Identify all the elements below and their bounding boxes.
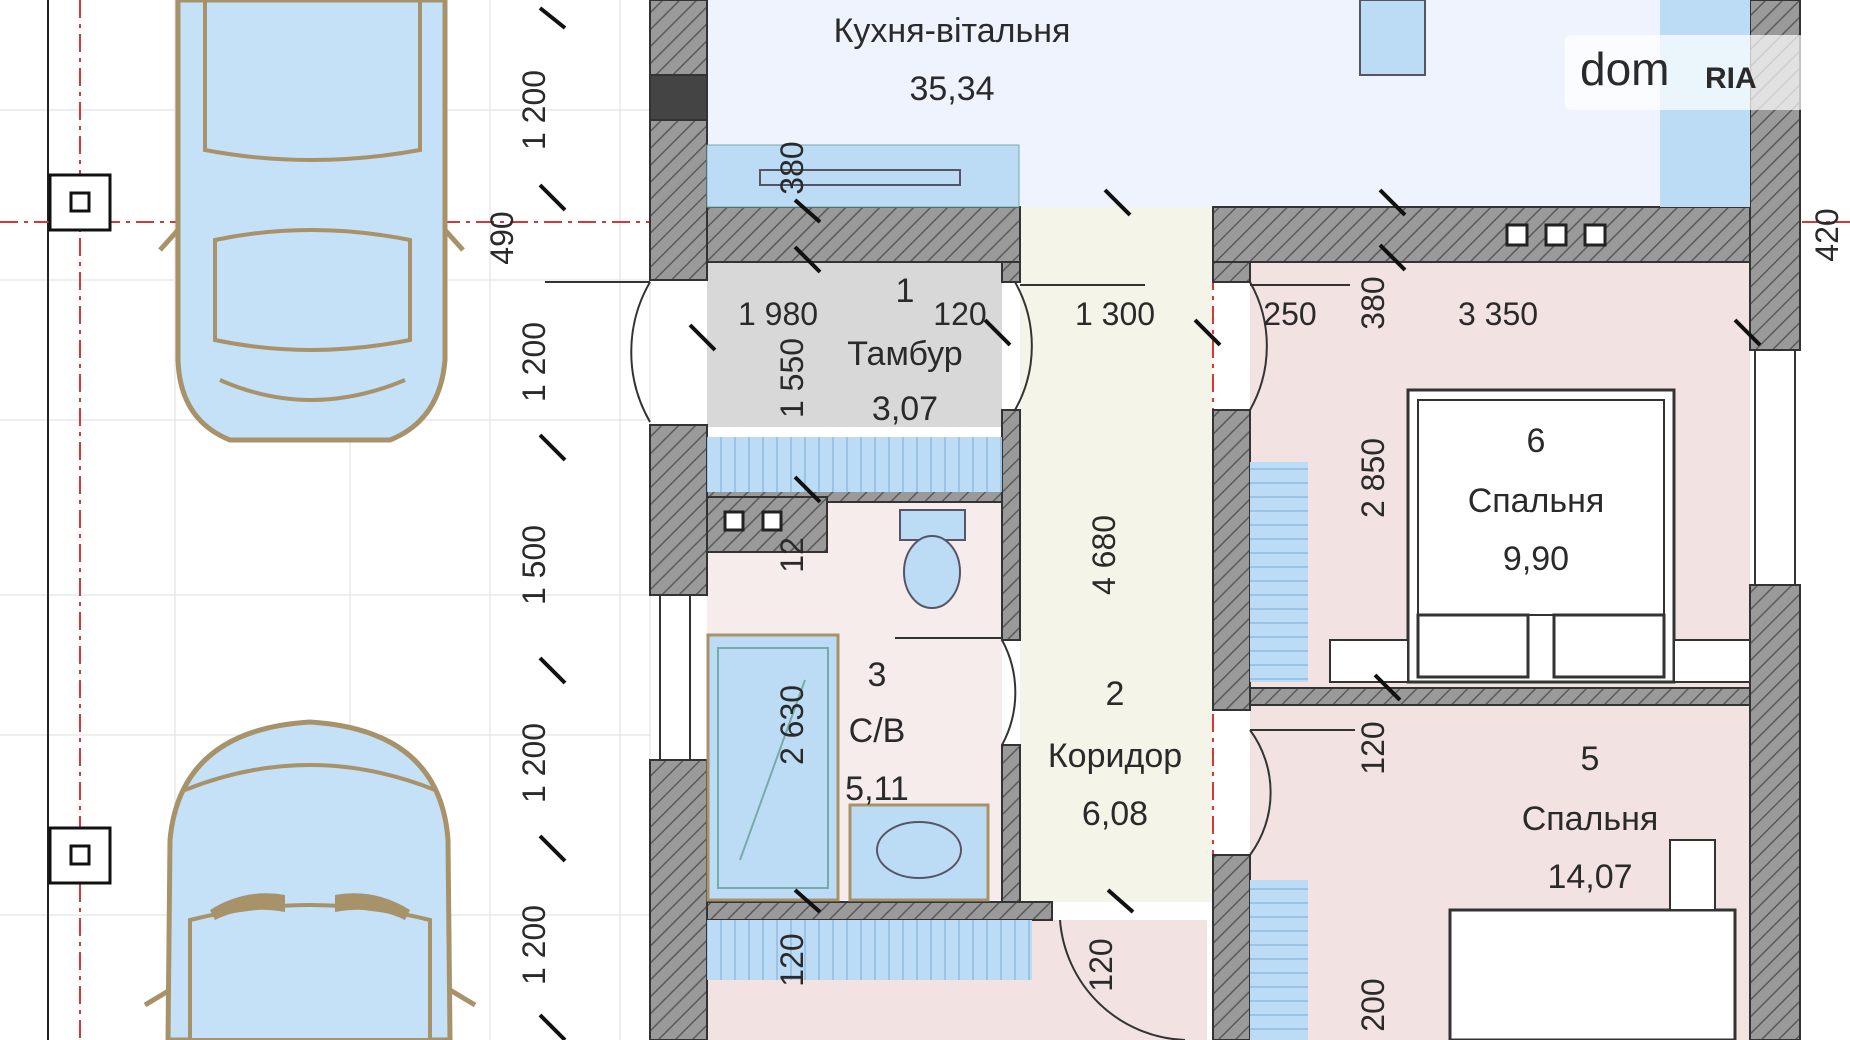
- bathtub-icon: [706, 633, 840, 902]
- room-area-bedroom5: 14,07: [1547, 858, 1632, 896]
- room-name-corridor: Коридор: [1048, 737, 1182, 775]
- watermark-badge: RIA: [1705, 62, 1757, 95]
- dim-wall-250: 250: [1263, 296, 1316, 332]
- room-number-corridor: 2: [1106, 675, 1125, 713]
- watermark-text: dom: [1580, 43, 1669, 95]
- room-area-tambur: 3,07: [872, 390, 938, 428]
- kitchen-counter: [706, 144, 1020, 208]
- toilet-icon: [899, 509, 966, 609]
- dim-wall-120-b5: 120: [1355, 721, 1391, 774]
- walls: [649, 0, 1801, 1040]
- tambur-floor: [707, 262, 1002, 427]
- column-marker-icon: [48, 826, 112, 885]
- wardrobe-icon: [1250, 880, 1308, 1040]
- corridor-floor: [1020, 207, 1212, 902]
- dim-tambur-depth: 1 550: [774, 338, 810, 418]
- dim-tambur-width: 1 980: [738, 296, 818, 332]
- dim-left-3: 1 200: [516, 322, 552, 402]
- car-icon: [158, 0, 465, 443]
- dim-left-6: 1 200: [516, 905, 552, 985]
- car-icon: [143, 719, 477, 1040]
- room-area-kitchen: 35,34: [909, 70, 994, 108]
- sink-icon: [848, 803, 990, 902]
- wardrobe-icon: [707, 437, 1002, 492]
- room-number-bathroom: 3: [868, 656, 887, 694]
- dim-bottom-200: 200: [1355, 978, 1391, 1031]
- dim-wall-120-bottom-left: 120: [774, 933, 810, 986]
- room-area-bedroom6: 9,90: [1503, 540, 1569, 578]
- bed-icon: [1448, 839, 1737, 1040]
- room-number-bedroom5: 5: [1581, 740, 1600, 778]
- dim-left-2: 490: [484, 211, 520, 264]
- window: [659, 349, 1796, 761]
- dim-corridor-length: 4 680: [1086, 515, 1122, 595]
- dim-left-1: 1 200: [516, 70, 552, 150]
- dim-wall-380-top: 380: [1355, 276, 1391, 329]
- dining-table: [1359, 0, 1426, 76]
- dim-ticks: [538, 6, 1762, 1040]
- door-swing-icon: [545, 281, 1355, 1040]
- dim-right-420: 420: [1809, 208, 1845, 261]
- room-area-corridor: 6,08: [1082, 795, 1148, 833]
- dim-left-4: 1 500: [516, 525, 552, 605]
- dim-bath-length: 2 630: [774, 685, 810, 765]
- room-name-tambur: Тамбур: [847, 335, 962, 373]
- dim-wall-380-kitchen: 380: [774, 141, 810, 194]
- dim-wall-120-bottom-mid: 120: [1083, 938, 1119, 991]
- dim-wall-120: 120: [933, 296, 986, 332]
- dim-bedroom-depth: 2 850: [1355, 438, 1391, 518]
- wardrobe-icon: [707, 920, 1032, 980]
- dim-corridor-door: 1 300: [1075, 296, 1155, 332]
- wardrobe-icon: [1250, 462, 1308, 682]
- room-name-kitchen: Кухня-вітальня: [834, 12, 1071, 50]
- dim-left-5: 1 200: [516, 723, 552, 803]
- watermark: dom RIA: [1565, 35, 1805, 110]
- bed-icon: [1329, 388, 1751, 684]
- column-marker-icon: [48, 173, 112, 232]
- room-area-bathroom: 5,11: [845, 770, 909, 808]
- dim-bedroom-width: 3 350: [1458, 296, 1538, 332]
- dim-bath-wall: 12: [774, 537, 810, 573]
- room-name-bedroom5: Спальня: [1522, 800, 1659, 838]
- room-number-tambur: 1: [896, 272, 915, 310]
- room-name-bedroom6: Спальня: [1468, 482, 1605, 520]
- vent-icon: [723, 223, 1607, 532]
- kitchen-stove: [759, 169, 961, 186]
- room-name-bathroom: С/В: [849, 712, 906, 750]
- room-number-bedroom6: 6: [1527, 422, 1546, 460]
